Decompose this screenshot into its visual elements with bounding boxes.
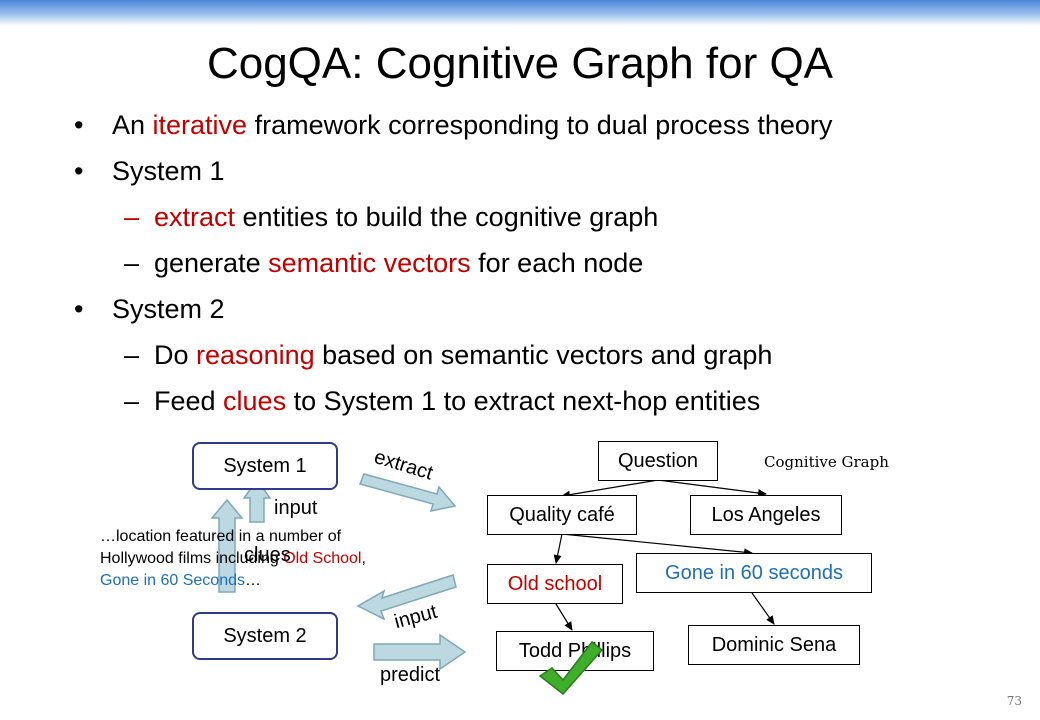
input-down-left-arrow xyxy=(356,574,457,621)
edge-question-quality-cafe xyxy=(561,479,659,499)
cognitive-graph-caption: Cognitive Graph xyxy=(764,453,889,471)
extract-arrow xyxy=(358,473,457,512)
bullet-item: generate semantic vectors for each node xyxy=(154,248,644,278)
edge-quality-cafe-gone-in-60 xyxy=(561,533,753,557)
node-quality-cafe: Quality café xyxy=(487,495,637,535)
edge-gone-in-60-dominic-sena xyxy=(751,592,775,625)
bullet-item: Do reasoning based on semantic vectors a… xyxy=(154,340,773,370)
node-dominic-sena: Dominic Sena xyxy=(688,625,860,665)
checkmark-icon xyxy=(538,640,604,696)
input-label-top: input xyxy=(274,497,318,519)
graph-edges xyxy=(553,479,775,631)
context-snippet: …location featured in a number of Hollyw… xyxy=(100,526,430,592)
top-gradient-bar xyxy=(0,0,1040,26)
clues-label: clues xyxy=(244,544,291,566)
edge-quality-cafe-old-school xyxy=(553,533,563,564)
edge-old-school-todd-phillips xyxy=(555,603,573,631)
page-number: 73 xyxy=(1006,694,1022,708)
bullet-item: extract entities to build the cognitive … xyxy=(154,202,659,232)
bullet-marker: • xyxy=(74,156,84,186)
predict-arrow xyxy=(373,633,467,671)
bullet-item: System 1 xyxy=(112,156,225,186)
system2-label: System 2 xyxy=(223,624,307,647)
node-old-school: Old school xyxy=(487,564,623,604)
node-question: Question xyxy=(598,441,718,481)
bullet-marker: – xyxy=(124,248,140,278)
snippet-line-3: Gone in 60 Seconds… xyxy=(100,572,261,589)
bullet-marker: – xyxy=(124,386,140,416)
bullet-list: • An iterative framework corresponding to… xyxy=(74,110,833,416)
clues-up-arrow xyxy=(210,498,244,593)
node-los-angeles: Los Angeles xyxy=(690,495,842,535)
edge-question-los-angeles xyxy=(657,479,767,497)
bullet-item: System 2 xyxy=(112,294,225,324)
node-gone-in-60-seconds: Gone in 60 seconds xyxy=(636,553,872,593)
system1-box: System 1 xyxy=(192,442,338,490)
bullet-item: An iterative framework corresponding to … xyxy=(112,110,833,140)
bullet-marker: – xyxy=(124,202,140,232)
predict-label: predict xyxy=(380,664,441,686)
system1-label: System 1 xyxy=(223,454,307,477)
bullet-item: Feed clues to System 1 to extract next-h… xyxy=(154,386,761,416)
bullet-marker: • xyxy=(74,110,84,140)
snippet-line-2: Hollywood films including Old School, xyxy=(100,550,366,567)
system2-box: System 2 xyxy=(192,612,338,660)
snippet-line-1: …location featured in a number of xyxy=(100,528,342,545)
bullet-marker: – xyxy=(124,340,140,370)
bullet-marker: • xyxy=(74,294,84,324)
slide-title: CogQA: Cognitive Graph for QA xyxy=(206,39,834,88)
